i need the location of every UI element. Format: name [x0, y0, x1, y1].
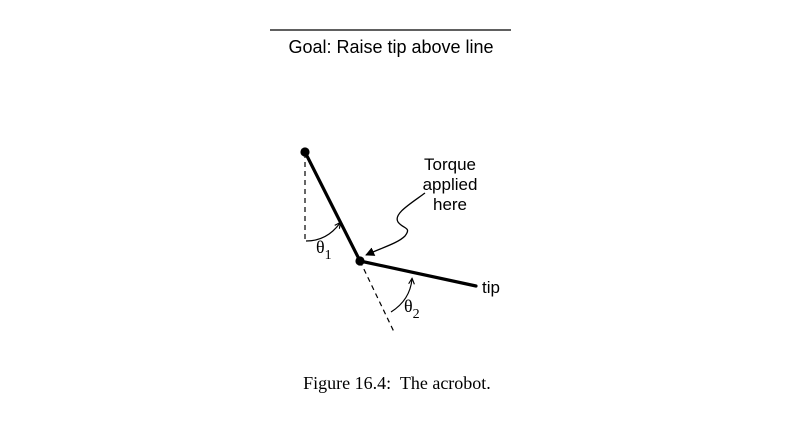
theta1-label: θ1	[316, 237, 332, 263]
theta2-arc	[390, 279, 412, 313]
link-1	[303, 150, 362, 263]
torque-label-line-3: here	[433, 195, 467, 214]
theta2-subscript: 2	[413, 307, 420, 322]
tip-label: tip	[482, 278, 500, 297]
theta1-subscript: 1	[325, 248, 332, 263]
torque-arrow	[365, 192, 426, 256]
torque-label-line-1: Torque	[424, 155, 476, 174]
theta2-symbol: θ	[404, 296, 413, 316]
joint-point	[355, 256, 365, 266]
link1-extension-line	[359, 260, 396, 335]
link-2	[358, 259, 478, 288]
theta2-label: θ2	[404, 296, 420, 322]
pivot-point	[300, 147, 310, 157]
theta1-symbol: θ	[316, 237, 325, 257]
torque-label-line-2: applied	[423, 175, 478, 194]
theta1-arc	[305, 223, 340, 242]
goal-label: Goal: Raise tip above line	[288, 37, 493, 57]
figure-caption: Figure 16.4: The acrobot.	[303, 373, 491, 393]
